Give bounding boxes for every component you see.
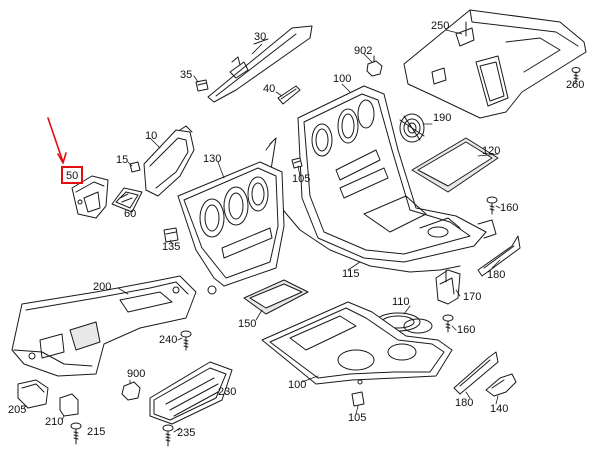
callout-100-upper[interactable]: 100 (333, 73, 352, 85)
part-100-upper-console (297, 85, 497, 263)
part-120-pad (411, 137, 499, 193)
callout-240[interactable]: 240 (159, 334, 178, 346)
part-205-connector (17, 379, 49, 409)
callout-235[interactable]: 235 (177, 427, 196, 439)
callout-180-lower[interactable]: 180 (455, 397, 474, 409)
part-210-block (59, 393, 79, 417)
callout-110[interactable]: 110 (392, 296, 410, 308)
callout-120[interactable]: 120 (482, 145, 501, 157)
callout-140[interactable]: 140 (490, 403, 509, 415)
part-260-screw (571, 67, 581, 83)
part-100-lower-console (261, 301, 453, 385)
callout-130[interactable]: 130 (203, 153, 222, 165)
callout-10[interactable]: 10 (145, 130, 158, 142)
callout-260[interactable]: 260 (566, 79, 585, 91)
part-200-frame (11, 275, 197, 377)
callout-180-upper[interactable]: 180 (487, 269, 506, 281)
callout-150[interactable]: 150 (238, 318, 257, 330)
part-15-clip (129, 161, 141, 173)
part-215-screw (70, 422, 82, 445)
callout-40[interactable]: 40 (263, 83, 276, 95)
callout-215[interactable]: 215 (87, 426, 106, 438)
callout-60[interactable]: 60 (124, 208, 137, 220)
callout-900[interactable]: 900 (127, 368, 146, 380)
part-10-side-panel (143, 125, 195, 197)
callout-35[interactable]: 35 (180, 69, 193, 81)
part-35-clip (195, 79, 209, 92)
part-140-hook (485, 373, 517, 397)
part-902-nut (366, 55, 383, 77)
callout-15[interactable]: 15 (116, 154, 129, 166)
part-150-mat (243, 279, 309, 315)
part-190-round-vent (399, 113, 425, 143)
part-240-screw (180, 330, 192, 351)
part-160-screw-upper (486, 196, 498, 215)
callout-30[interactable]: 30 (254, 31, 267, 43)
part-180-bracket-upper (477, 235, 521, 277)
callout-105-upper[interactable]: 105 (292, 173, 311, 185)
callout-50[interactable]: 50 (66, 170, 79, 182)
callout-210[interactable]: 210 (45, 416, 64, 428)
callout-105-lower[interactable]: 105 (348, 412, 367, 424)
callout-160-upper[interactable]: 160 (500, 202, 519, 214)
part-170-bracket (435, 269, 461, 305)
part-130-vent-bezel (177, 161, 285, 295)
callout-160-lower[interactable]: 160 (457, 324, 476, 336)
callout-205[interactable]: 205 (8, 404, 27, 416)
part-50-bracket (71, 175, 109, 219)
leader-lines (23, 29, 577, 433)
callout-200[interactable]: 200 (93, 281, 112, 293)
part-105-clip-lower (351, 391, 365, 407)
part-900-nut (121, 381, 141, 401)
callout-100-lower[interactable]: 100 (288, 379, 307, 391)
part-40-cover (277, 85, 301, 105)
part-250-tray (403, 9, 587, 119)
callout-230[interactable]: 230 (218, 386, 237, 398)
callout-170[interactable]: 170 (463, 291, 482, 303)
part-235-screw (162, 424, 174, 447)
part-230-module (149, 361, 233, 425)
part-135-clip (163, 227, 179, 243)
part-105-clip-upper (291, 157, 303, 169)
callout-115[interactable]: 115 (342, 268, 360, 280)
part-160-screw-lower (442, 314, 454, 333)
part-30-trim-strip (207, 25, 313, 103)
callout-250[interactable]: 250 (431, 20, 450, 32)
callout-135[interactable]: 135 (162, 241, 181, 253)
part-180-bracket-lower (453, 351, 499, 395)
part-60-switch (111, 187, 143, 213)
highlight-box (61, 166, 83, 184)
callout-190[interactable]: 190 (433, 112, 452, 124)
part-115-cable (265, 137, 461, 273)
highlight-arrow (47, 117, 67, 164)
callout-902[interactable]: 902 (354, 45, 373, 57)
